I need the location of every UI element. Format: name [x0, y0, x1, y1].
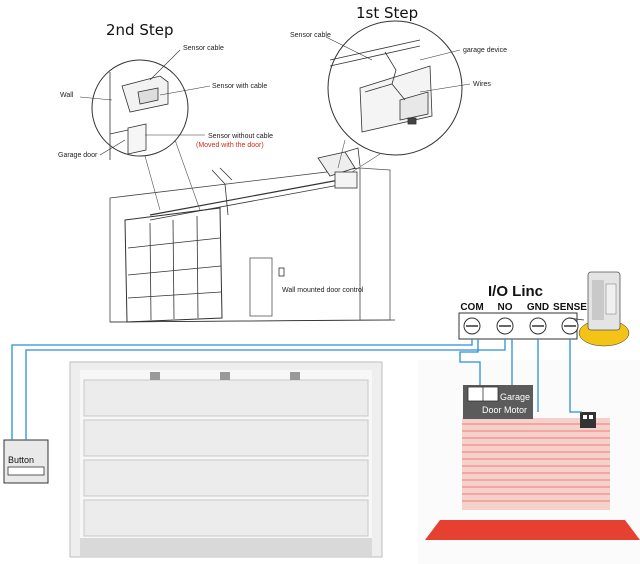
step1-detail-circle: [325, 20, 471, 173]
sensor-device-image: [567, 271, 630, 347]
step2-detail-circle: [79, 49, 211, 211]
wires: [11, 339, 582, 440]
wire-button-no: [25, 339, 506, 440]
motor-label-line1: Garage: [500, 392, 530, 402]
label-sensor-without-cable: Sensor without cable: [208, 133, 273, 140]
label-sensor-with-cable: Sensor with cable: [212, 83, 267, 90]
step1-title: 1st Step: [356, 4, 418, 22]
label-wires: Wires: [473, 81, 491, 88]
garage-door-image: [69, 361, 383, 558]
sectional-door: [124, 207, 223, 323]
label-garage-device: garage device: [463, 47, 507, 54]
label-moved-with-door: (Moved with the door): [196, 142, 264, 149]
wire-motor-com: [459, 339, 481, 385]
overhead-opener: [317, 147, 361, 189]
wire-button-com: [11, 339, 473, 440]
installation-illustration: [109, 147, 396, 323]
label-garage-door: Garage door: [58, 152, 98, 159]
step2-title: 2nd Step: [106, 21, 174, 39]
garage-door-motor-box: Garage Door Motor: [463, 385, 533, 419]
label-sensor-cable-1: Sensor cable: [290, 32, 331, 39]
curtain-receiver: [580, 412, 596, 428]
label-wall-control: Wall mounted door control: [282, 287, 364, 294]
wire-sense: [569, 339, 582, 413]
button-box: Button: [3, 439, 49, 484]
button-label: Button: [8, 455, 34, 465]
terminal-label-com: COM: [460, 302, 483, 313]
label-wall: Wall: [60, 92, 74, 99]
motor-label-line2: Door Motor: [482, 405, 527, 415]
terminal-label-no: NO: [498, 302, 513, 313]
terminal-label-sense: SENSE: [553, 302, 587, 313]
io-linc: I/O Linc COM NO GND SENSE: [458, 283, 587, 340]
label-sensor-cable-2: Sensor cable: [183, 45, 224, 52]
terminal-label-gnd: GND: [527, 302, 549, 313]
io-linc-title: I/O Linc: [488, 283, 543, 300]
